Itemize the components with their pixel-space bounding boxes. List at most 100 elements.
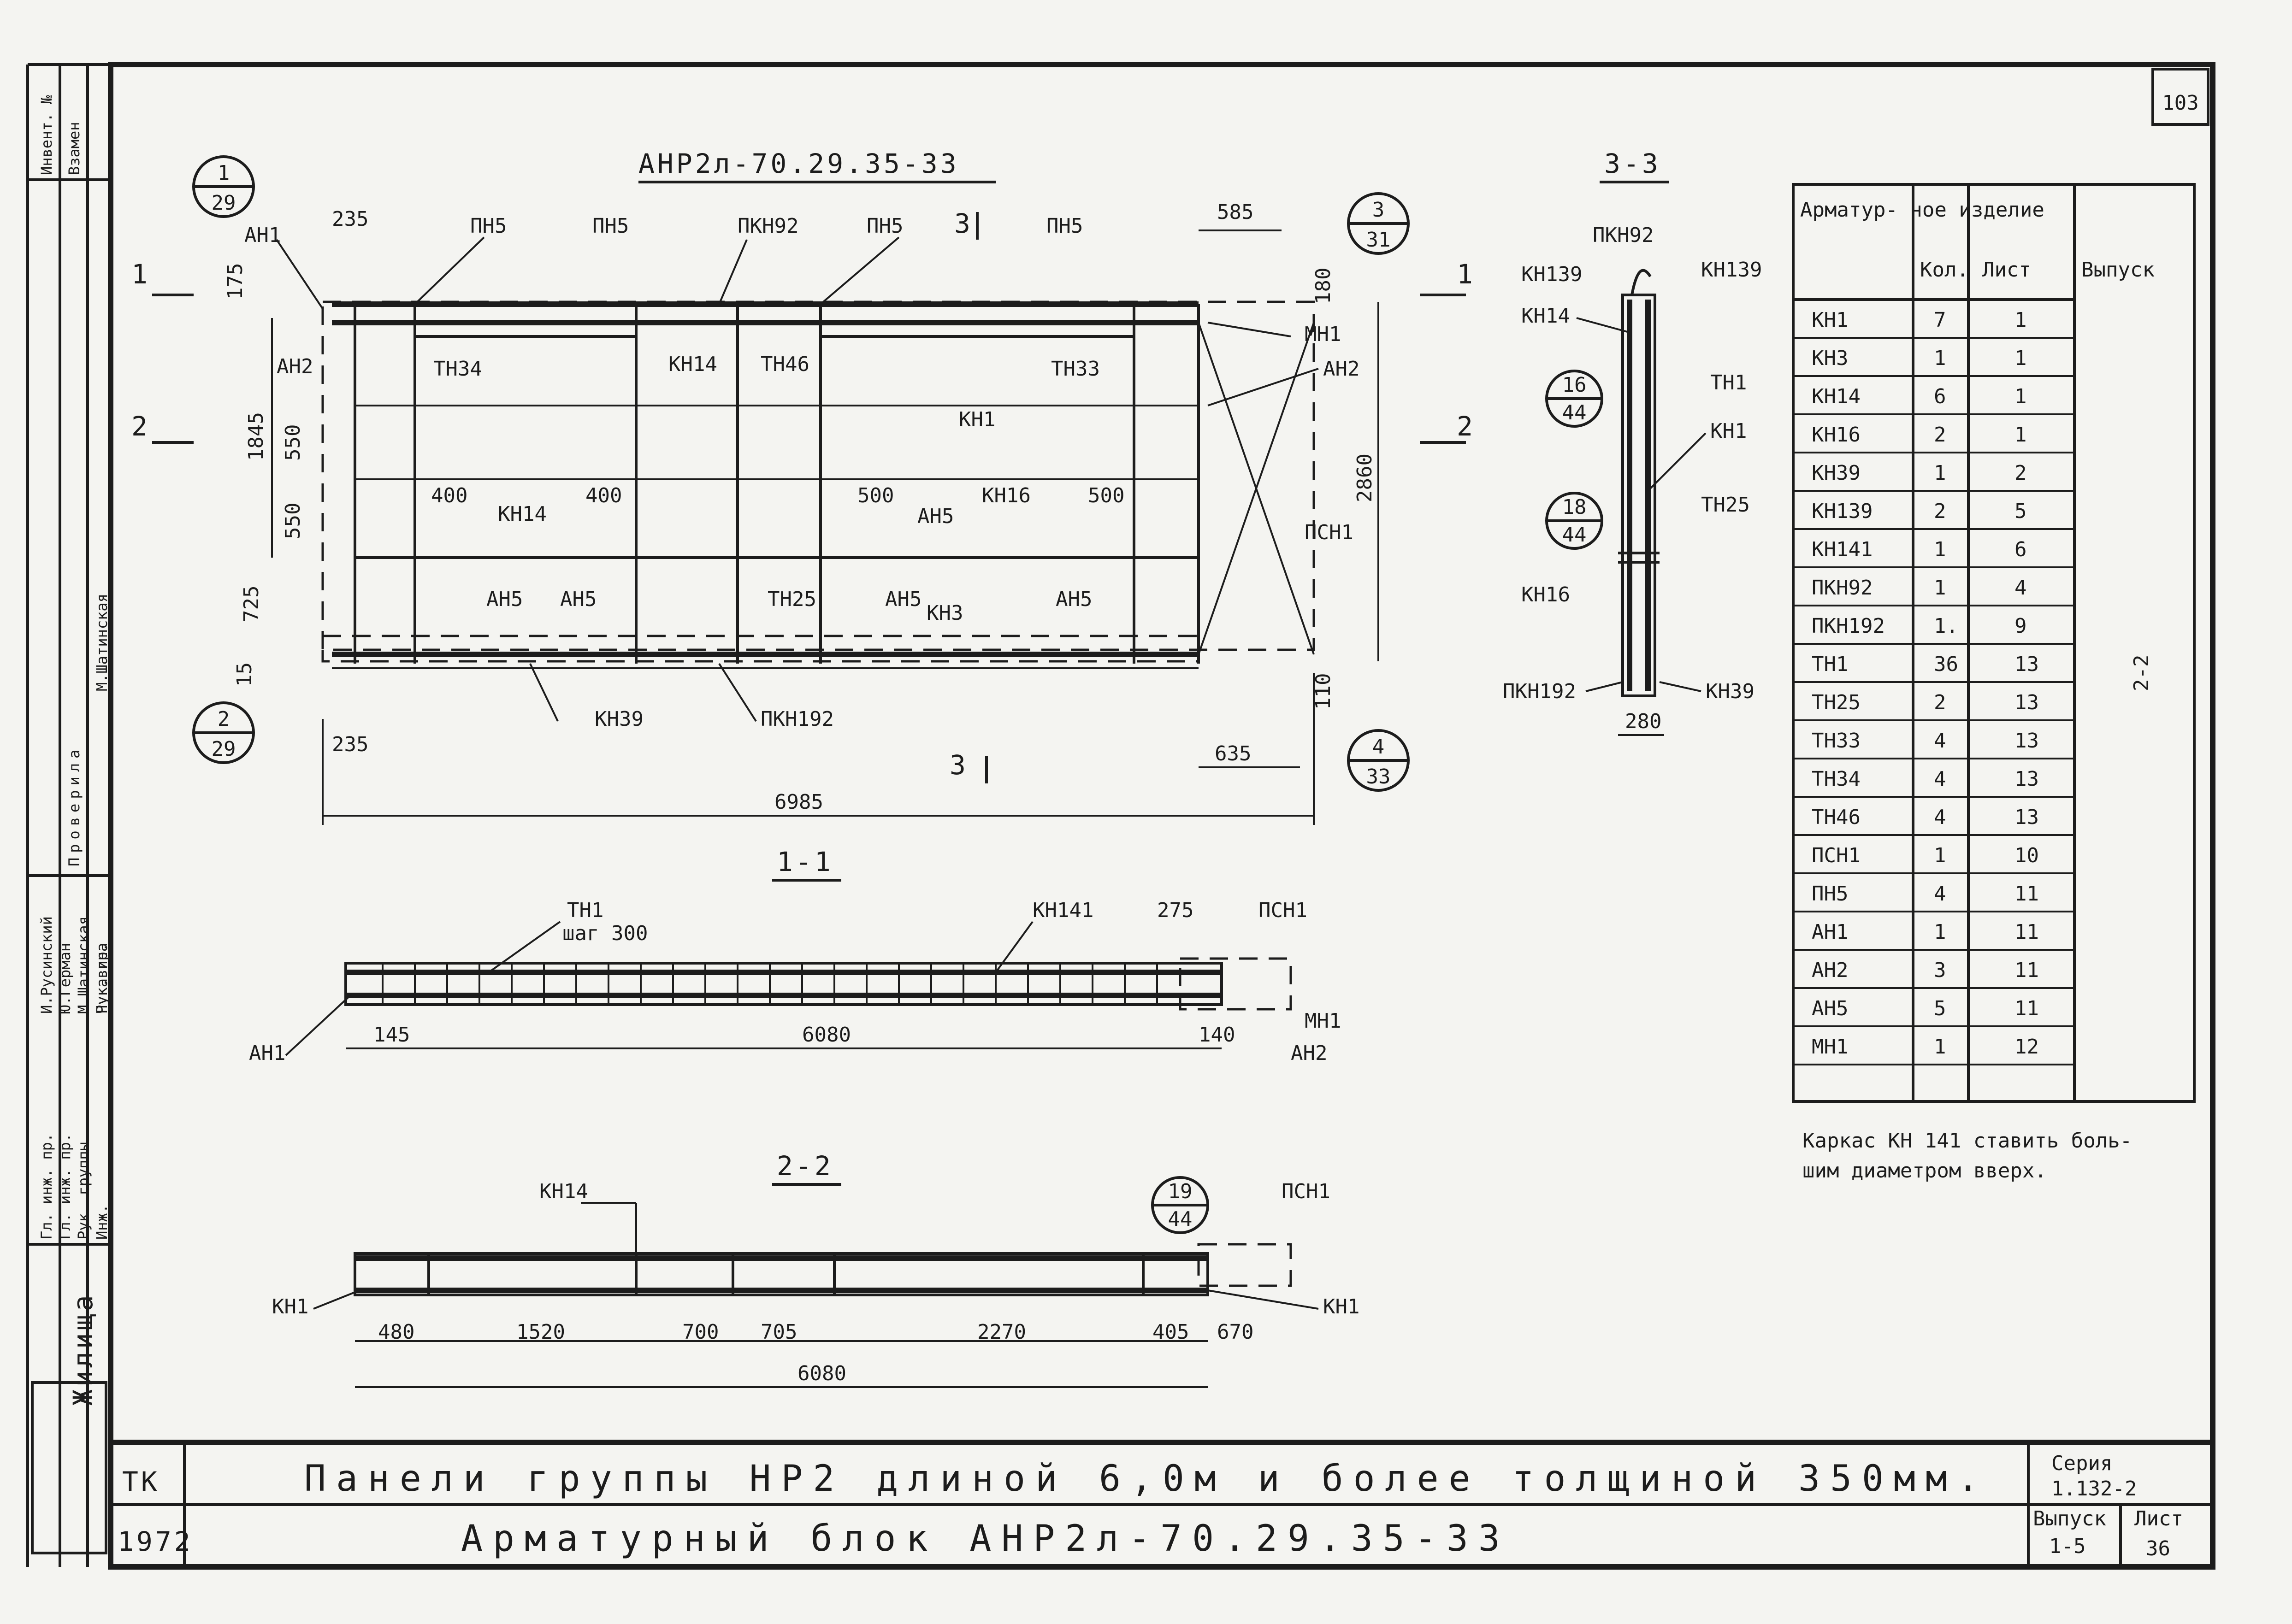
s22-label-psn1: ПСН1 bbox=[1282, 1180, 1330, 1203]
section-mark-3-bottom: 3 bbox=[950, 749, 988, 783]
s11-dim-6080: 6080 bbox=[802, 1023, 851, 1047]
table-cell-sheet: 1 bbox=[2014, 385, 2027, 408]
s22-dim-total: 6080 bbox=[797, 1362, 846, 1385]
svg-text:3: 3 bbox=[950, 749, 969, 781]
label-pn5-d: ПН5 bbox=[1046, 214, 1083, 238]
s11-dim-145: 145 bbox=[373, 1023, 410, 1047]
table-cell-qty: 5 bbox=[1934, 997, 1946, 1020]
label-kn16: КН16 bbox=[982, 484, 1031, 507]
table-cell-sheet: 1 bbox=[2014, 308, 2027, 332]
dim-15: 15 bbox=[233, 662, 256, 687]
section-mark-1-left: 1 bbox=[131, 259, 194, 296]
s22-label-kn1-left: КН1 bbox=[272, 1295, 308, 1318]
table-cell-qty: 1 bbox=[1934, 538, 1946, 561]
bubble-4-33: 4 33 bbox=[1347, 729, 1410, 792]
svg-text:1: 1 bbox=[218, 161, 230, 185]
dim-550-a: 550 bbox=[281, 424, 305, 461]
stamp-name-b: Ю.Герман bbox=[56, 943, 74, 1014]
table-cell-item: АН1 bbox=[1812, 920, 1848, 944]
s11-dim-275: 275 bbox=[1157, 899, 1193, 922]
table-cell-qty: 2 bbox=[1934, 423, 1946, 447]
table-cell-qty: 36 bbox=[1934, 653, 1958, 676]
s22-dim-1: 1520 bbox=[516, 1320, 565, 1344]
s11-label-kn141: КН141 bbox=[1033, 899, 1093, 922]
section-3-3-title: 3-3 bbox=[1604, 148, 1661, 179]
label-an5-b: АН5 bbox=[560, 588, 597, 611]
s33-label-tn1: ТН1 bbox=[1710, 371, 1747, 394]
s11-dim-140: 140 bbox=[1199, 1023, 1235, 1047]
label-pkn192: ПКН192 bbox=[761, 707, 834, 731]
table-cell-item: КН14 bbox=[1812, 385, 1861, 408]
stamp-logo bbox=[31, 1381, 107, 1554]
s33-dim-280: 280 bbox=[1625, 710, 1661, 733]
table-cell-qty: 1 bbox=[1934, 347, 1946, 370]
label-tn25: ТН25 bbox=[768, 588, 816, 611]
svg-text:19: 19 bbox=[1168, 1180, 1193, 1203]
table-cell-qty: 4 bbox=[1934, 882, 1946, 906]
table-cell-sheet: 4 bbox=[2014, 576, 2027, 600]
bubble-1-29: 1 29 bbox=[192, 155, 255, 218]
s22-dim-2: 700 bbox=[682, 1320, 719, 1344]
s33-label-kn139-right: КН139 bbox=[1701, 258, 1762, 282]
svg-text:44: 44 bbox=[1562, 523, 1587, 547]
table-cell-item: КН1 bbox=[1812, 308, 1848, 332]
table-cell-sheet: 11 bbox=[2014, 882, 2039, 906]
table-cell-qty: 4 bbox=[1934, 806, 1946, 829]
table-cell-item: ПКН192 bbox=[1812, 614, 1885, 638]
issue-label: Выпуск bbox=[2033, 1507, 2106, 1530]
s33-label-kn14: КН14 bbox=[1521, 304, 1570, 328]
table-cell-sheet: 1 bbox=[2014, 347, 2027, 370]
label-tn33: ТН33 bbox=[1051, 357, 1100, 381]
label-kn39: КН39 bbox=[595, 707, 644, 731]
table-issue-value: 2-2 bbox=[2130, 655, 2153, 691]
table-cell-sheet: 11 bbox=[2014, 997, 2039, 1020]
s11-label-psn1: ПСН1 bbox=[1258, 899, 1307, 922]
dim-400-b: 400 bbox=[585, 484, 622, 507]
s22-dim-3: 705 bbox=[761, 1320, 797, 1344]
label-psn1: ПСН1 bbox=[1305, 521, 1353, 544]
dim-2860: 2860 bbox=[1353, 453, 1376, 502]
svg-text:4: 4 bbox=[1372, 735, 1385, 759]
label-mn1: МН1 bbox=[1305, 323, 1341, 346]
label-kn14-mid: КН14 bbox=[498, 502, 547, 526]
section-3-3: 3-3 ПКН92 КН139 КН139 КН14 ТН1 КН1 ТН25 … bbox=[1503, 148, 1762, 736]
section-2-2-title: 2-2 bbox=[777, 1150, 833, 1182]
table-cell-item: АН2 bbox=[1812, 959, 1848, 982]
sheet-label: Лист bbox=[2134, 1507, 2183, 1530]
svg-text:1: 1 bbox=[131, 259, 150, 290]
title-line-1: Панели группы НР2 длиной 6,0м и более то… bbox=[304, 1458, 1989, 1500]
svg-text:16: 16 bbox=[1562, 373, 1587, 397]
section-mark-2-right: 2 bbox=[1420, 411, 1476, 444]
table-cell-sheet: 9 bbox=[2014, 614, 2027, 638]
table-cell-item: КН141 bbox=[1812, 538, 1873, 561]
svg-text:3: 3 bbox=[1372, 198, 1385, 222]
s11-label-tn1: ТН1 bbox=[567, 899, 603, 922]
label-an5-d: АН5 bbox=[885, 588, 922, 611]
dim-180: 180 bbox=[1311, 268, 1335, 304]
table-cell-item: ТН46 bbox=[1812, 806, 1861, 829]
s22-dim-5: 405 bbox=[1152, 1320, 1189, 1344]
svg-text:18: 18 bbox=[1562, 495, 1587, 519]
table-cell-sheet: 5 bbox=[2014, 500, 2027, 523]
svg-text:3: 3 bbox=[954, 208, 973, 239]
svg-text:2: 2 bbox=[1457, 411, 1476, 442]
table-cell-sheet: 13 bbox=[2014, 691, 2039, 714]
stamp-name-a: И.Русинский bbox=[38, 916, 55, 1014]
label-an2-right: АН2 bbox=[1323, 357, 1359, 381]
label-an1: АН1 bbox=[244, 224, 281, 247]
title-block: ТК 1972 Панели группы НР2 длиной 6,0м и … bbox=[108, 1440, 2215, 1570]
stamp-name-1: М.Шатинская bbox=[93, 594, 111, 691]
table-cell-sheet: 1 bbox=[2014, 423, 2027, 447]
section-1-1-ties bbox=[382, 963, 1158, 1005]
table-header-item: Арматур- ное изделие bbox=[1800, 198, 2044, 222]
table-cell-qty: 6 bbox=[1934, 385, 1946, 408]
series-value: 1.132-2 bbox=[2051, 1477, 2137, 1500]
bubble-2-29: 2 29 bbox=[192, 701, 255, 764]
sheet-value: 36 bbox=[2146, 1537, 2170, 1560]
table-cell-sheet: 13 bbox=[2014, 767, 2039, 791]
main-view: АНР2л-70.29.35-33 1 29 bbox=[131, 148, 1476, 825]
table-cell-item: ТН34 bbox=[1812, 767, 1861, 791]
section-mark-1-right: 1 bbox=[1420, 259, 1473, 296]
bubble-3-31: 3 31 bbox=[1347, 192, 1410, 255]
